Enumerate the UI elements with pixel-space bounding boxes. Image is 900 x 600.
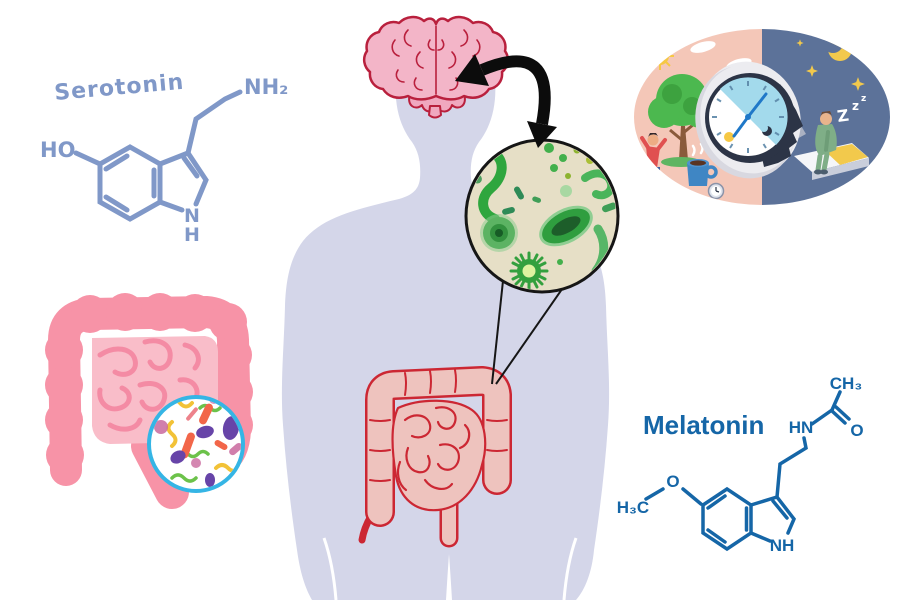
arrow-shaft — [479, 55, 551, 126]
serotonin-ho-label: HO — [40, 138, 75, 162]
melatonin-carbonyl-o-label: O — [850, 421, 863, 440]
melatonin-bonds — [644, 390, 851, 552]
gut-flora-illustration — [45, 293, 253, 509]
serotonin-labels: Serotonin HO NH₂ N H — [40, 70, 288, 246]
serotonin-title: Serotonin — [53, 70, 185, 106]
colon-haustra-ticks — [369, 369, 508, 482]
microbe-large-bacterium — [539, 205, 593, 247]
flora-microbes — [154, 399, 241, 487]
zzz-large: Z — [836, 106, 850, 126]
serotonin-h-label: H — [184, 224, 200, 246]
microbe-worm — [478, 147, 507, 224]
melatonin-methoxy-o-label: O — [666, 472, 679, 491]
clock-cloud — [745, 135, 759, 141]
head-clock — [695, 61, 803, 179]
melatonin-h3c-label: H₃C — [617, 498, 649, 517]
microbe-spiky-cell — [509, 251, 549, 290]
serotonin-bonds — [73, 89, 243, 222]
arm-gap-left — [322, 537, 338, 600]
body-shape — [281, 23, 610, 600]
arrowhead-to-microbes — [527, 121, 557, 148]
coffee-mug-icon — [687, 142, 718, 186]
microbe-ring-cell — [480, 214, 518, 252]
sleep-zzz-text: Z z z — [836, 94, 866, 126]
zzz-mid: z — [852, 99, 859, 113]
serotonin-n-label: N — [184, 205, 200, 227]
arrowhead-to-brain — [455, 54, 489, 86]
microbiome-circle — [147, 395, 245, 493]
alarm-clock-icon — [707, 182, 725, 200]
brainstem — [428, 105, 442, 119]
brain-gut-arrow — [455, 54, 557, 148]
human-body-silhouette — [281, 23, 610, 600]
serotonin-structure: Serotonin HO NH₂ N H — [40, 70, 288, 246]
melatonin-nh-label: NH — [770, 536, 795, 555]
arm-gap-right — [562, 537, 578, 600]
melatonin-labels: Melatonin H₃C O CH₃ HN O NH — [617, 374, 864, 555]
small-intestine-coils — [396, 406, 471, 492]
melatonin-hn-label: HN — [789, 418, 814, 437]
zzz-small: z — [861, 94, 866, 104]
cloud-icon — [690, 41, 716, 53]
melatonin-ch3-label: CH₃ — [830, 374, 862, 393]
circadian-rhythm-illustration: Z z z — [634, 29, 890, 205]
colon-tube — [367, 368, 510, 525]
gut-in-body-illustration — [358, 366, 512, 548]
melatonin-title: Melatonin — [643, 410, 764, 440]
clock-moon-icon — [760, 124, 772, 136]
clock-sun-icon — [724, 132, 734, 142]
star-icon — [868, 53, 878, 63]
melatonin-structure: Melatonin H₃C O CH₃ HN O NH — [617, 374, 864, 555]
small-intestine-blob — [391, 399, 487, 512]
gut-microbes-magnifier — [464, 138, 620, 294]
serotonin-nh2-label: NH₂ — [244, 75, 288, 99]
sun-icon — [646, 42, 674, 70]
tree-trunk — [679, 126, 688, 160]
clock-ticks — [712, 81, 784, 153]
clock-hands — [732, 92, 768, 138]
sleeping-person — [814, 111, 837, 175]
